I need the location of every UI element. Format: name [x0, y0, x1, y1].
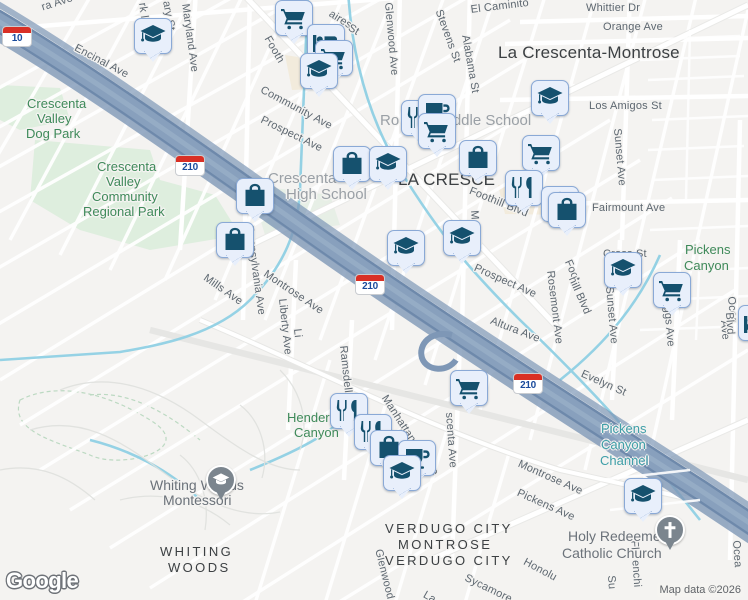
church-cross-icon-pin[interactable] — [655, 515, 685, 551]
map-marker-school[interactable] — [624, 478, 662, 522]
map-marker-grocery[interactable] — [275, 0, 313, 44]
map-marker-school[interactable] — [134, 18, 172, 62]
map-marker-shopping[interactable] — [216, 222, 254, 266]
school-circle-icon — [212, 473, 230, 485]
grocery-icon — [528, 144, 552, 165]
school-icon — [537, 87, 563, 104]
map-marker-lodging[interactable] — [738, 305, 748, 349]
school-icon — [630, 485, 656, 502]
map-marker-restaurant[interactable] — [505, 170, 543, 214]
highway-shield-icon: 210 — [513, 373, 543, 394]
school-icon — [610, 259, 636, 276]
shopping-icon — [468, 145, 488, 168]
school-icon — [393, 237, 419, 254]
shield-background — [355, 274, 385, 295]
shield-background — [2, 26, 32, 47]
shopping-icon — [342, 151, 362, 174]
google-logo: Google — [6, 568, 79, 593]
trail-dashed — [17, 390, 167, 461]
map-marker-shopping[interactable] — [236, 178, 274, 222]
shield-background — [175, 155, 205, 176]
school-icon — [140, 25, 166, 42]
school-circle-icon-pin[interactable] — [206, 465, 236, 501]
shield-top-band — [176, 156, 204, 162]
shield-top-band — [3, 27, 31, 33]
marker-body — [443, 220, 481, 256]
marker-body — [738, 305, 748, 341]
highway-shield-icon: 210 — [355, 274, 385, 295]
grocery-icon — [456, 379, 480, 400]
map-marker-grocery[interactable] — [418, 113, 456, 157]
map-marker-school[interactable] — [383, 455, 421, 499]
pin-nib — [665, 541, 675, 550]
terrain-contours — [0, 369, 305, 531]
shield-number: 10 — [11, 33, 23, 44]
grocery-icon — [281, 9, 305, 30]
shopping-icon — [557, 197, 577, 220]
map-marker-grocery[interactable] — [653, 272, 691, 316]
map-marker-shopping[interactable] — [548, 192, 586, 236]
school-icon — [389, 462, 415, 479]
map-marker-school[interactable] — [531, 80, 569, 124]
lodging-icon — [744, 316, 748, 333]
shopping-icon — [379, 435, 399, 458]
church-cross-icon — [664, 522, 676, 538]
shopping-icon — [225, 227, 245, 250]
map-marker-school[interactable] — [443, 220, 481, 264]
school-icon — [375, 153, 401, 170]
map-marker-school[interactable] — [369, 146, 407, 190]
shield-number: 210 — [182, 162, 198, 173]
highway-shield-icon: 210 — [175, 155, 205, 176]
shield-background — [513, 373, 543, 394]
restaurant-icon — [511, 177, 532, 198]
grocery-icon — [424, 122, 448, 143]
freeway-210 — [0, 1, 748, 544]
map-marker-shopping[interactable] — [459, 140, 497, 184]
shopping-icon — [245, 183, 265, 206]
school-icon — [306, 60, 332, 77]
map-attribution: Map data ©2026 — [656, 583, 744, 597]
marker-body — [450, 370, 488, 406]
highway-shield-icon: 10 — [2, 26, 32, 47]
map-marker-school[interactable] — [300, 53, 338, 97]
map-marker-grocery[interactable] — [450, 370, 488, 414]
shield-number: 210 — [362, 281, 378, 292]
shield-number: 210 — [520, 380, 536, 391]
grocery-icon — [659, 281, 683, 302]
map-marker-shopping[interactable] — [333, 146, 371, 190]
map-marker-school[interactable] — [604, 252, 642, 296]
pin-nib — [216, 491, 226, 500]
school-icon — [449, 227, 475, 244]
map-marker-school[interactable] — [387, 230, 425, 274]
shield-top-band — [514, 374, 542, 380]
shield-top-band — [356, 275, 384, 281]
